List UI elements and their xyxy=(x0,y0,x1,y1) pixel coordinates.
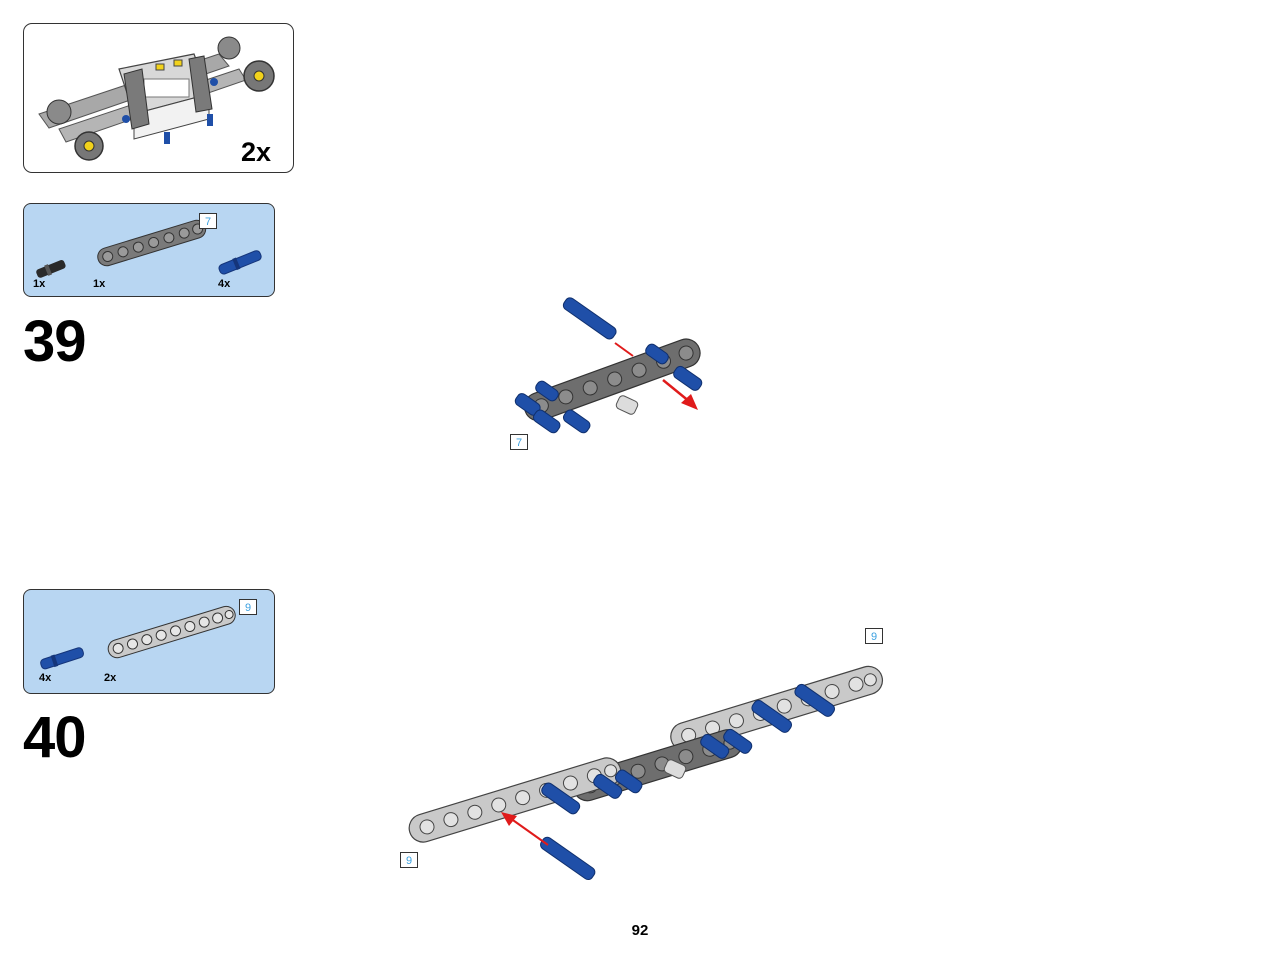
light-gray-beam-icon xyxy=(107,605,236,659)
part-qty: 1x xyxy=(93,278,106,290)
blue-axle-pin-icon xyxy=(40,647,84,670)
page-number: 92 xyxy=(631,922,649,939)
part-qty: 2x xyxy=(104,672,117,684)
part-qty: 4x xyxy=(218,278,231,290)
parts-list-step-40: 9 4x 2x xyxy=(23,589,275,694)
beam-length-label: 9 xyxy=(239,599,257,615)
blue-axle-pin-icon xyxy=(218,250,262,275)
step-number-39: 39 xyxy=(23,309,87,374)
black-axle-pin-icon xyxy=(36,260,66,278)
part-qty: 1x xyxy=(33,278,46,290)
chassis-illustration xyxy=(38,36,275,161)
dark-gray-beam-icon xyxy=(97,219,207,267)
callout-length-label: 9 xyxy=(400,852,418,868)
submodel-multiplier: 2x xyxy=(240,137,271,167)
callout-length-label: 9 xyxy=(865,628,883,644)
beam-length-label: 7 xyxy=(199,213,217,229)
step-number-40: 40 xyxy=(23,705,87,770)
step-40-assembly xyxy=(408,665,884,881)
part-qty: 4x xyxy=(39,672,52,684)
callout-length-label: 7 xyxy=(510,434,528,450)
step-39-assembly xyxy=(514,297,703,434)
submodel-callout: 2x xyxy=(23,23,294,173)
parts-list-step-39: 7 1x 1x 4x xyxy=(23,203,275,297)
